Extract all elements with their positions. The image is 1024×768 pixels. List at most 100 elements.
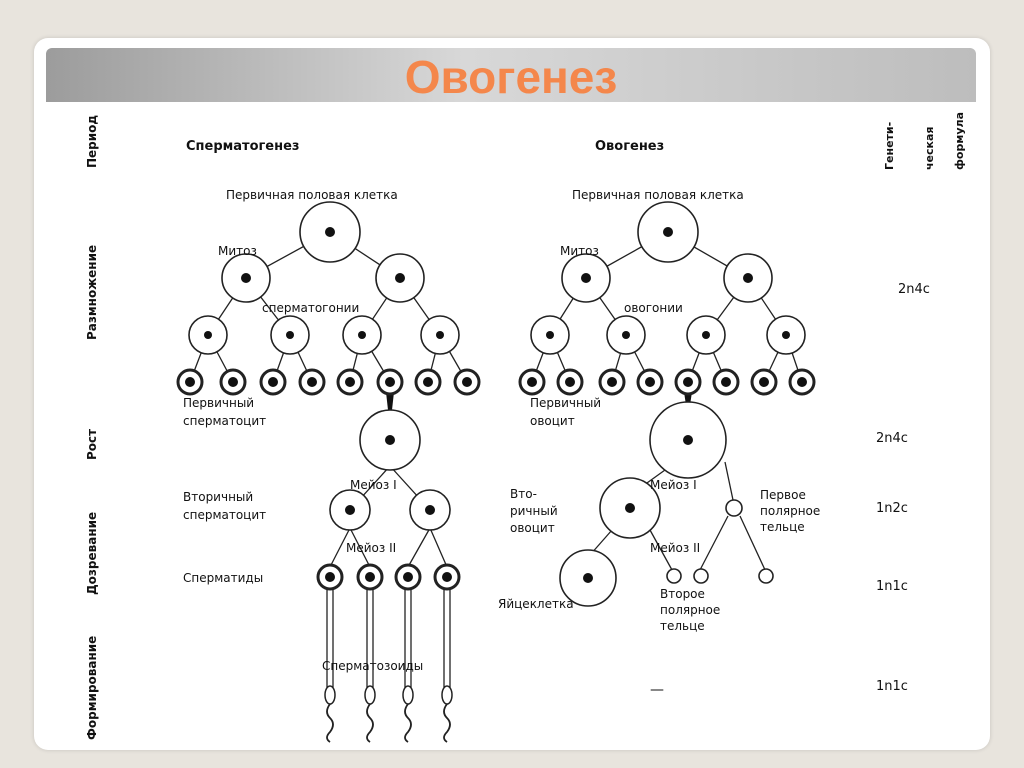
- spermatogonium-small-4-nucleus: [307, 377, 317, 387]
- polar-body-division-line: [739, 515, 767, 573]
- oogonium-small-7-nucleus: [759, 377, 769, 387]
- first-polar-body-label-1: Первое: [760, 488, 806, 502]
- oogonium-small-8-nucleus: [797, 377, 807, 387]
- period-label-1: Размножение: [85, 245, 99, 340]
- first-polar-body-label-3: тельце: [760, 520, 805, 534]
- meiosis2-line: [429, 527, 448, 568]
- spermatozoon-flagellum-1: [326, 703, 334, 743]
- genetic-formula-2: 2n4c: [876, 431, 908, 446]
- secondary-spermatocyte-2-nucleus: [425, 505, 435, 515]
- primary-spermatocyte-label-1: Первичный: [183, 396, 254, 410]
- secondary-oocyte-label-1: Вто-: [510, 487, 537, 501]
- meiosis2-line: [407, 527, 431, 568]
- period-column-header: Период: [85, 115, 99, 168]
- spermatogonium-4-nucleus: [436, 331, 444, 339]
- diagram-cells: [176, 201, 816, 743]
- genetic-formula-header-3: формула: [953, 112, 966, 170]
- spermatozoon-head-3: [402, 685, 414, 705]
- genetic-formula-header-2: ческая: [923, 127, 936, 170]
- oogonia-label: овогонии: [624, 301, 683, 315]
- oogonium-1-nucleus: [546, 331, 554, 339]
- spermatogonium-small-7-nucleus: [423, 377, 433, 387]
- spermatogonium-2-nucleus: [286, 331, 294, 339]
- meiosis1-oo-line: [724, 461, 734, 501]
- spermatids-label: Сперматиды: [183, 571, 263, 585]
- spermatozoon-flagellum-4: [443, 703, 451, 743]
- meiosis2-oo-label: Мейоз II: [650, 541, 700, 555]
- sperm-mitosis-cell-1-nucleus: [241, 273, 251, 283]
- spermatogonium-small-2-nucleus: [228, 377, 238, 387]
- egg-cell-label: Яйцеклетка: [498, 597, 574, 611]
- primary-spermatocyte-nucleus: [385, 435, 395, 445]
- meiosis2-oo-line: [649, 529, 673, 571]
- period-label-4: Формирование: [85, 636, 99, 740]
- spermatozoon-head-2: [364, 685, 376, 705]
- meiosis2-sperm-label: Мейоз II: [346, 541, 396, 555]
- period-label-2: Рост: [85, 429, 99, 460]
- secondary-oocyte-label-3: овоцит: [510, 521, 555, 535]
- secondary-spermatocyte-label-2: сперматоцит: [183, 508, 266, 522]
- oo-mitosis-cell-2-nucleus: [743, 273, 753, 283]
- sperm-primary-cell-label: Первичная половая клетка: [226, 188, 398, 202]
- spermatid-1-nucleus: [325, 572, 335, 582]
- oo-primary-cell-label: Первичная половая клетка: [572, 188, 744, 202]
- second-polar-body: [666, 568, 682, 584]
- spermatozoon-head-4: [441, 685, 453, 705]
- spermatogonium-small-5-nucleus: [345, 377, 355, 387]
- oo-primary-germ-cell-nucleus: [663, 227, 673, 237]
- primary-oocyte-nucleus: [683, 435, 693, 445]
- genetic-formula-5: 1n1c: [876, 679, 908, 694]
- spermatogonium-3-nucleus: [358, 331, 366, 339]
- first-polar-body: [725, 499, 743, 517]
- oo-formation-dash: —: [650, 682, 664, 698]
- primary-spermatocyte-label-2: сперматоцит: [183, 414, 266, 428]
- spermatogonium-small-3-nucleus: [268, 377, 278, 387]
- oogonium-small-6-nucleus: [721, 377, 731, 387]
- primary-oocyte-label-1: Первичный: [530, 396, 601, 410]
- spermatogonium-small-8-nucleus: [462, 377, 472, 387]
- sperm-primary-germ-cell-nucleus: [325, 227, 335, 237]
- oo-mitosis-cell-1-nucleus: [581, 273, 591, 283]
- genetic-formula-header-1: Генети-: [883, 122, 896, 170]
- spermatozoa-label: Сперматозоиды: [322, 659, 423, 673]
- second-polar-body-label-3: тельце: [660, 619, 705, 633]
- spermatogonium-1-nucleus: [204, 331, 212, 339]
- title-bar: [46, 48, 976, 102]
- meiosis2-line: [349, 527, 371, 568]
- secondary-oocyte-label-2: ричный: [510, 504, 558, 518]
- spermatogonia-label: сперматогонии: [262, 301, 359, 315]
- oogonium-4-nucleus: [782, 331, 790, 339]
- meiosis1-sperm-label: Мейоз I: [350, 478, 397, 492]
- oogonium-small-4-nucleus: [645, 377, 655, 387]
- oogonium-small-3-nucleus: [607, 377, 617, 387]
- slide-title: Овогенез: [404, 51, 618, 103]
- polar-body-2: [693, 568, 709, 584]
- spermatid-3-nucleus: [403, 572, 413, 582]
- egg-cell-nucleus: [583, 573, 593, 583]
- meiosis1-oo-label: Мейоз I: [650, 478, 697, 492]
- genetic-formula-1: 2n4c: [898, 282, 930, 297]
- spermatozoon-flagellum-2: [366, 703, 374, 743]
- second-polar-body-label-2: полярное: [660, 603, 720, 617]
- oogonium-small-1-nucleus: [527, 377, 537, 387]
- secondary-spermatocyte-label-1: Вторичный: [183, 490, 253, 504]
- polar-body-division-line: [699, 515, 729, 571]
- primary-oocyte-label-2: овоцит: [530, 414, 575, 428]
- spermatid-2-nucleus: [365, 572, 375, 582]
- period-label-3: Дозревание: [85, 512, 99, 595]
- secondary-oocyte-nucleus: [625, 503, 635, 513]
- oogonium-small-2-nucleus: [565, 377, 575, 387]
- oogonium-3-nucleus: [702, 331, 710, 339]
- genetic-formula-4: 1n1c: [876, 579, 908, 594]
- oo-mitosis-label: Митоз: [560, 244, 599, 258]
- oogonium-2-nucleus: [622, 331, 630, 339]
- oogonium-small-5-nucleus: [683, 377, 693, 387]
- meiosis2-line: [329, 527, 351, 568]
- secondary-spermatocyte-1-nucleus: [345, 505, 355, 515]
- genetic-formula-3: 1n2c: [876, 501, 908, 516]
- spermatogonium-small-1-nucleus: [185, 377, 195, 387]
- first-polar-body-label-2: полярное: [760, 504, 820, 518]
- spermatogonium-small-6-nucleus: [385, 377, 395, 387]
